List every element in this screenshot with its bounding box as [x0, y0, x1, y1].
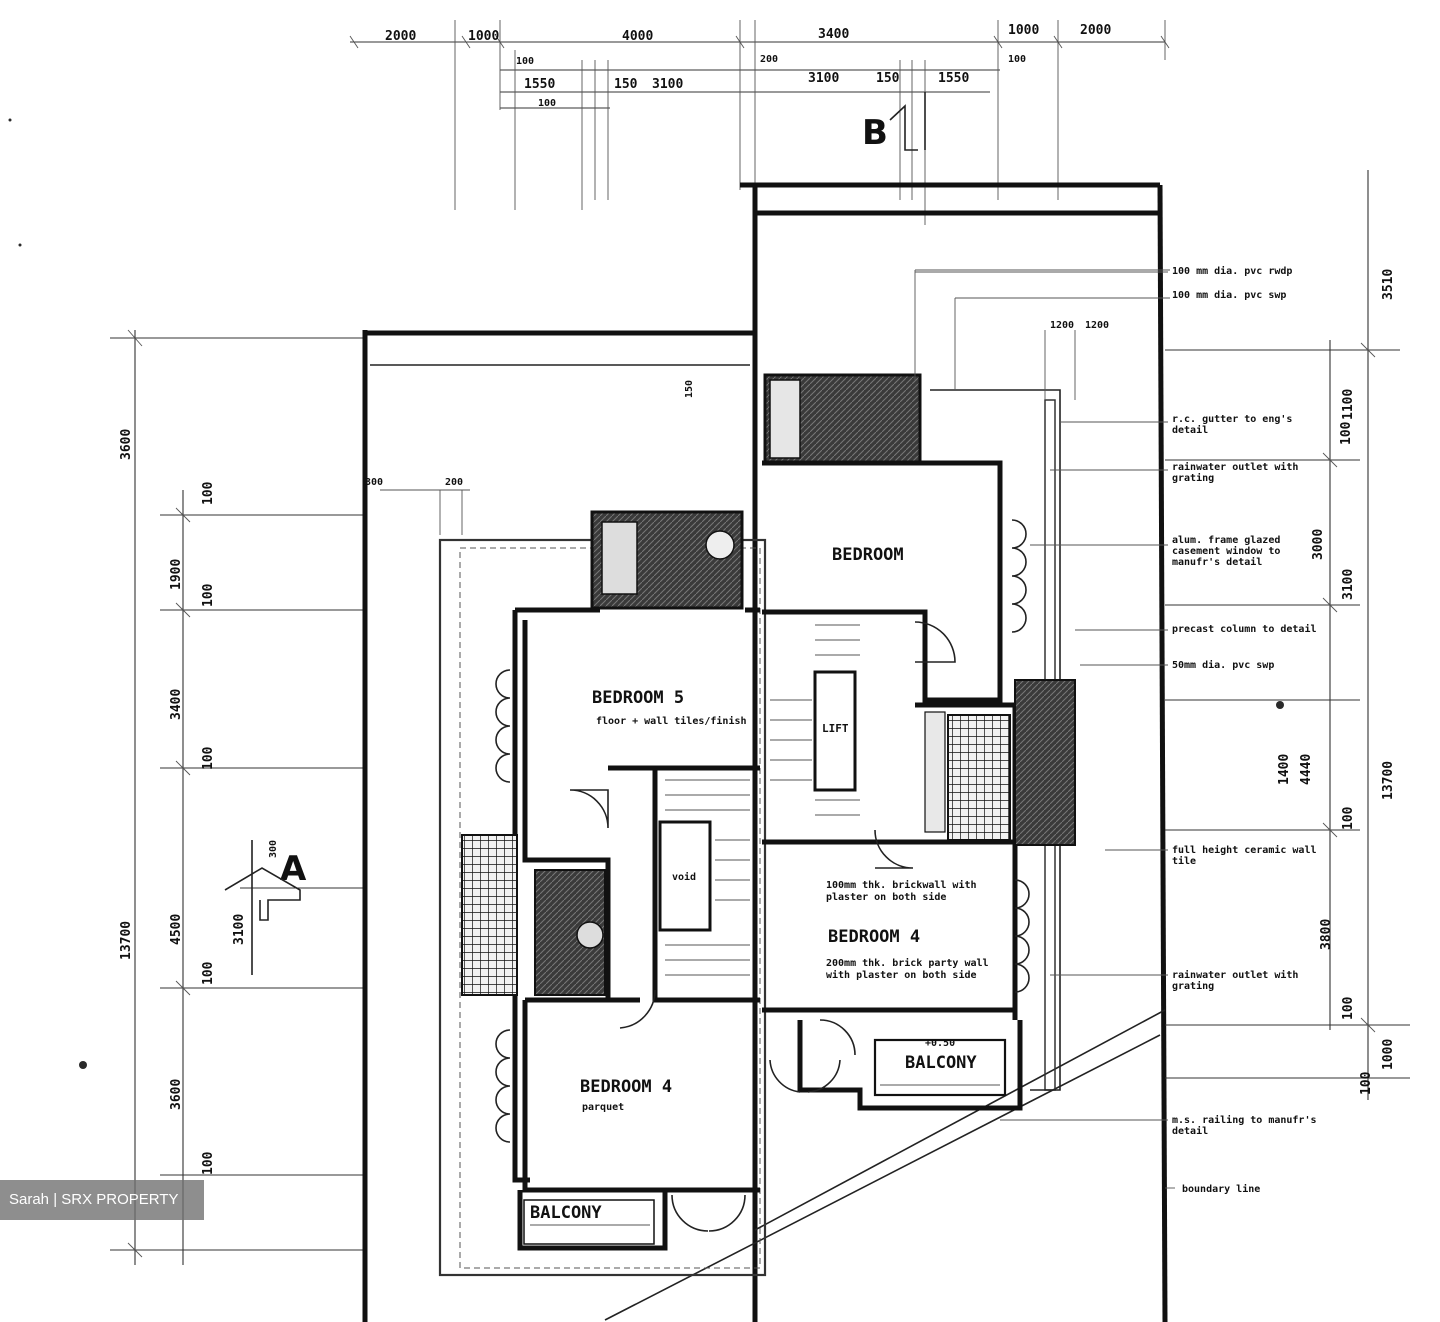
dim-label: 3400 — [818, 27, 849, 42]
plan-notes: 100mm thk. brickwall with plaster on bot… — [826, 880, 989, 981]
dim-label: 100 — [201, 481, 216, 505]
dim-label: 3600 — [119, 429, 134, 460]
dim-label: 150 — [614, 77, 638, 92]
left-dimension-lines — [110, 329, 365, 1265]
dim-label: 150 — [876, 71, 900, 86]
watermark-banner: Sarah | SRX PROPERTY — [0, 1180, 204, 1220]
right-note: r.c. gutter to eng's detail — [1172, 414, 1293, 436]
section-label-b: B — [862, 113, 888, 153]
right-note: boundary line — [1182, 1183, 1260, 1195]
dim-label: 100 — [201, 1151, 216, 1175]
dim-label: 100 — [516, 56, 534, 67]
room-label-balcony-right: BALCONY — [905, 1053, 977, 1073]
dim-label: 2000 — [1080, 23, 1111, 38]
dim-label: 1900 — [169, 559, 184, 590]
dim-label: 100 — [201, 961, 216, 985]
room-note-bedroom-4-left: parquet — [582, 1102, 624, 1113]
right-note: m.s. railing to manufr's detail — [1172, 1115, 1317, 1137]
small-label: 200 — [445, 477, 463, 488]
left-unit — [438, 510, 767, 1277]
note-party-wall-200: 200mm thk. brick party wall with plaster… — [826, 958, 989, 981]
dim-label: 13700 — [119, 921, 134, 960]
small-label: 300 — [268, 840, 279, 858]
dim-label: 100 — [1008, 54, 1026, 65]
right-note: rainwater outlet with grating — [1172, 462, 1299, 484]
top-dimension-labels: 2000 1000 4000 3400 1000 2000 100 200 10… — [385, 23, 1111, 109]
room-label-void: void — [672, 871, 696, 883]
dim-label: 100 — [201, 746, 216, 770]
room-labels: BEDROOM BEDROOM 5 floor + wall tiles/fin… — [530, 545, 977, 1223]
right-stair — [770, 624, 860, 816]
level-label-balcony-right: +0.50 — [925, 1038, 955, 1049]
left-dimension-labels: 3600 100 1900 100 3400 100 4500 3100 100… — [119, 429, 247, 1175]
right-note: alum. frame glazed casement window to ma… — [1172, 535, 1281, 568]
room-label-bedroom-5: BEDROOM 5 — [592, 688, 684, 708]
dim-label: 3400 — [169, 689, 184, 720]
section-label-a: A — [280, 849, 307, 889]
dim-label: 1100 — [1341, 389, 1356, 420]
right-note: 100 mm dia. pvc swp — [1172, 289, 1286, 301]
dim-label: 3000 — [1311, 529, 1326, 560]
dim-label: 100 — [1359, 1071, 1374, 1095]
scan-speckles — [8, 118, 1284, 1069]
room-note-bedroom-5: floor + wall tiles/finish — [596, 715, 747, 727]
dim-label: 3510 — [1381, 269, 1396, 300]
dim-label: 3800 — [1319, 919, 1334, 950]
dim-label: 3100 — [1341, 569, 1356, 600]
room-label-bedroom-4-left: BEDROOM 4 — [580, 1077, 672, 1097]
dim-label: 1550 — [524, 77, 555, 92]
dim-label: 1550 — [938, 71, 969, 86]
dim-label: 200 — [760, 54, 778, 65]
right-note: 50mm dia. pvc swp — [1172, 659, 1274, 671]
dim-label: 4500 — [169, 914, 184, 945]
room-label-bedroom: BEDROOM — [832, 545, 904, 565]
note-brickwall-100: 100mm thk. brickwall with plaster on bot… — [826, 880, 977, 903]
dim-label: 100 — [1339, 421, 1354, 445]
right-unit: 1200 1200 300 200 150 — [365, 269, 1170, 1111]
small-label: 1200 — [1050, 320, 1074, 331]
dim-label: 1000 — [1008, 23, 1039, 38]
right-dimension-labels: 3510 1100 100 3000 3100 1400 4440 13700 … — [1277, 269, 1396, 1095]
dim-label: 3100 — [232, 914, 247, 945]
room-label-bedroom-4-right: BEDROOM 4 — [828, 927, 920, 947]
right-dimension-lines — [1165, 170, 1410, 1100]
small-label: 300 — [365, 477, 383, 488]
dim-label: 3100 — [652, 77, 683, 92]
dim-label: 13700 — [1381, 761, 1396, 800]
right-note: full height ceramic wall tile — [1172, 845, 1317, 867]
left-stair — [665, 779, 750, 976]
right-note: rainwater outlet with grating — [1172, 970, 1299, 992]
small-label: 1200 — [1085, 320, 1109, 331]
dim-label: 100 — [201, 583, 216, 607]
dim-label: 2000 — [385, 29, 416, 44]
room-label-balcony-left: BALCONY — [530, 1203, 602, 1223]
dim-label: 3600 — [169, 1079, 184, 1110]
dim-label: 3100 — [808, 71, 839, 86]
right-note: precast column to detail — [1172, 623, 1317, 635]
right-note: 100 mm dia. pvc rwdp — [1172, 265, 1292, 277]
dim-label: 1000 — [1381, 1039, 1396, 1070]
site-boundary-lines — [362, 182, 1168, 1322]
dim-label: 1000 — [468, 29, 499, 44]
dim-label: 1400 — [1277, 754, 1292, 785]
dim-label: 100 — [538, 98, 556, 109]
room-label-lift: LIFT — [822, 722, 849, 735]
section-marker-b: B — [862, 92, 926, 153]
dim-label: 4000 — [622, 29, 653, 44]
section-marker-a: A 300 — [224, 840, 307, 975]
dim-label: 100 — [1341, 806, 1356, 830]
small-label: 150 — [684, 380, 695, 398]
right-note-leaders — [915, 271, 1175, 1189]
top-dimension-lines — [349, 20, 1170, 225]
dim-label: 4440 — [1299, 754, 1314, 785]
right-notes: 100 mm dia. pvc rwdp 100 mm dia. pvc swp… — [1172, 265, 1317, 1195]
dim-label: 100 — [1341, 996, 1356, 1020]
